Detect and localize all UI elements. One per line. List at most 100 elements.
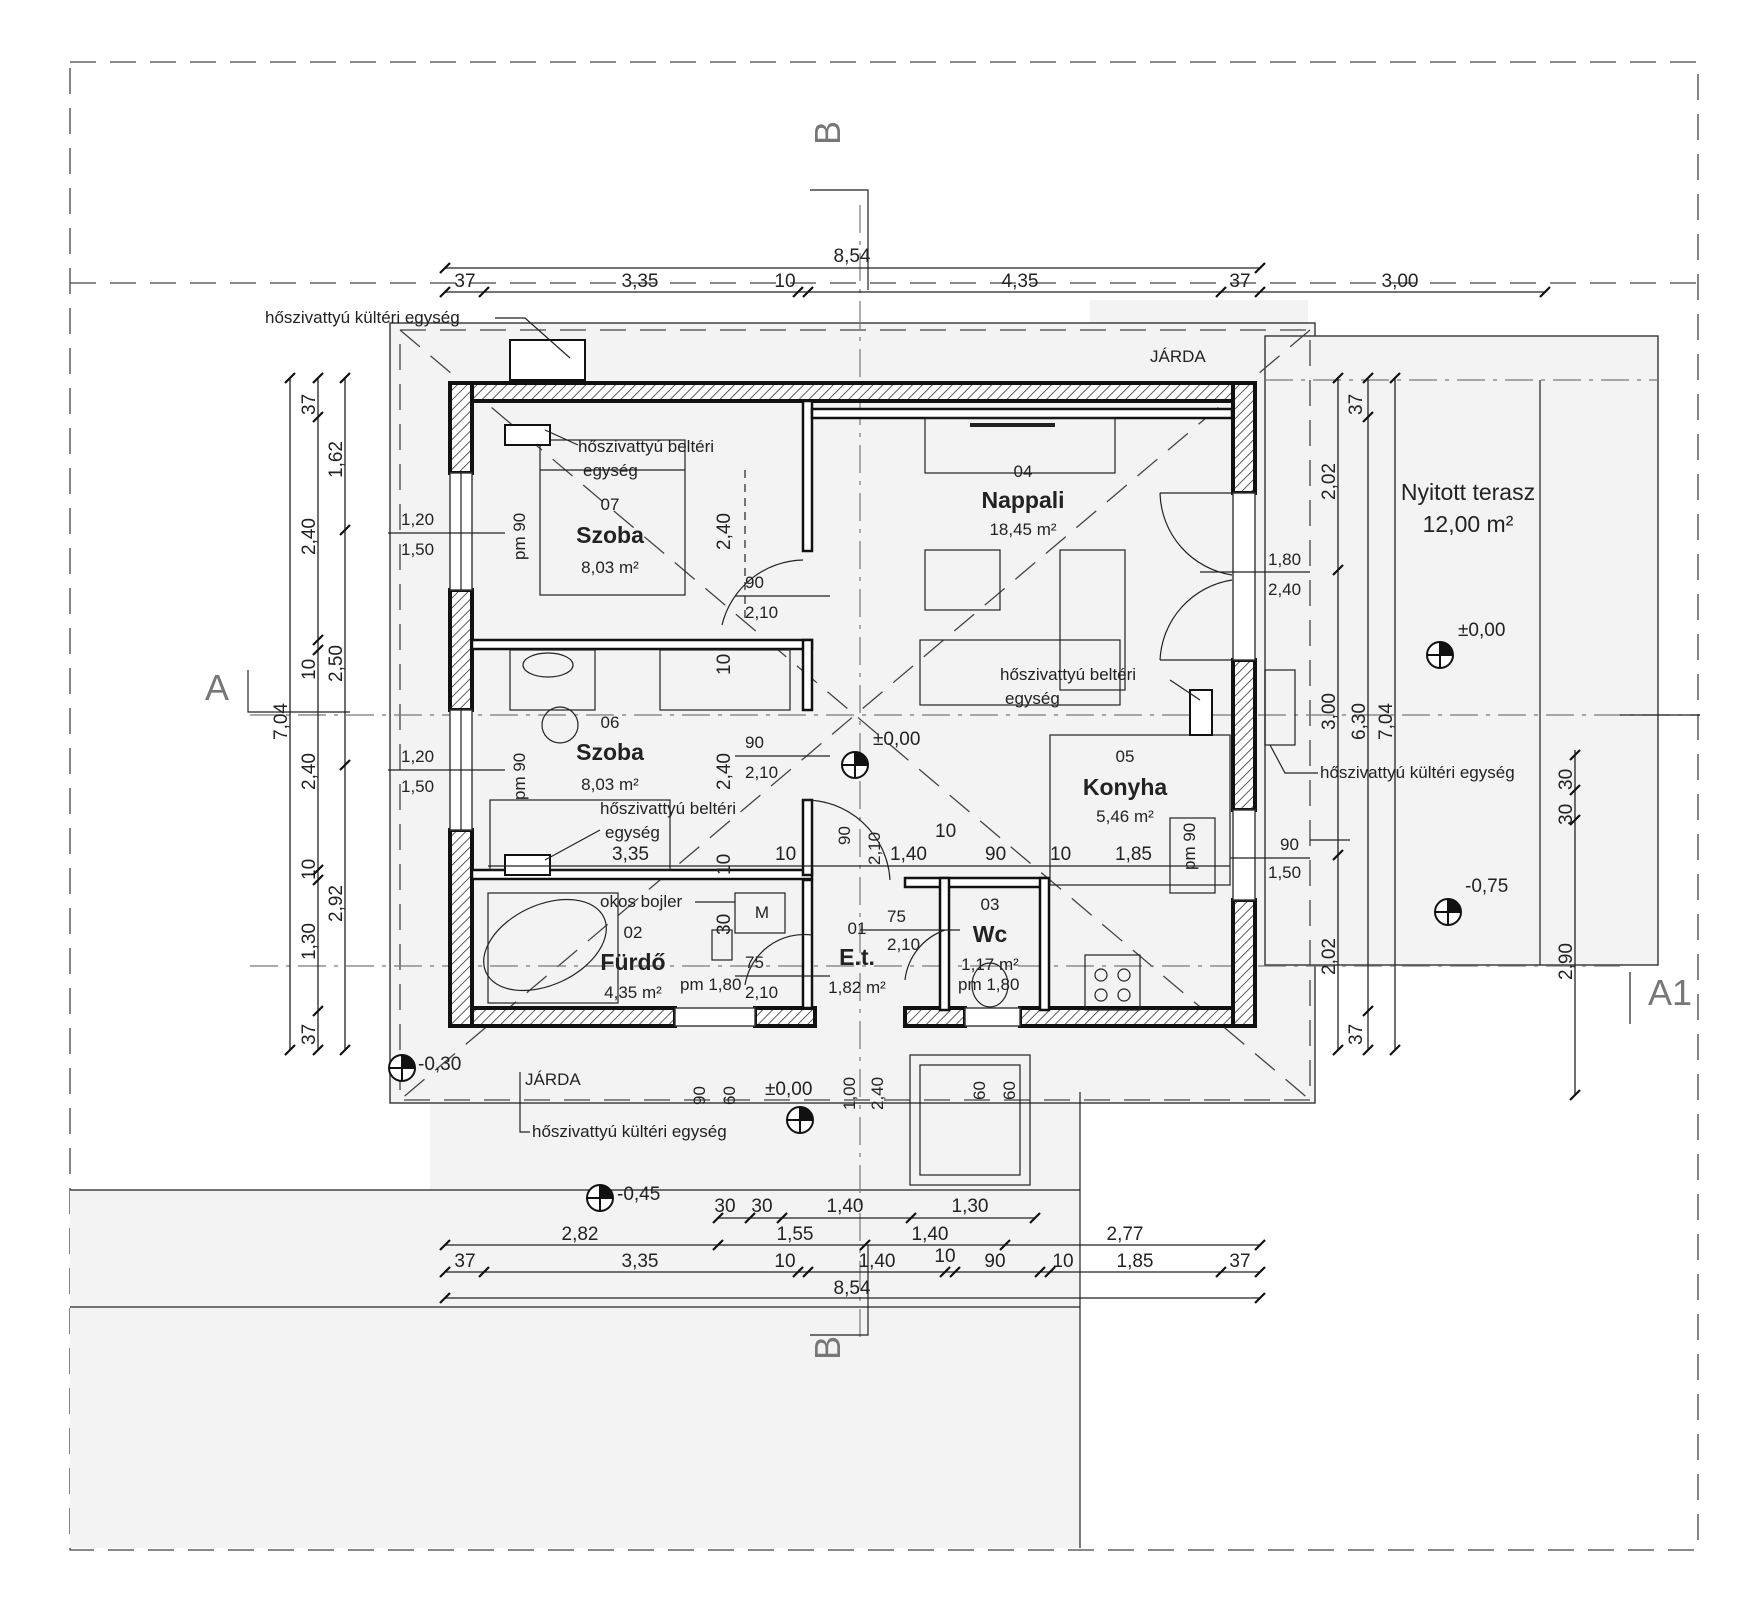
room-07-num: 07 xyxy=(601,495,620,514)
dim-bot2-4: 2,77 xyxy=(1107,1224,1144,1245)
room-01-num: 01 xyxy=(848,919,867,938)
level-terrace: ±0,00 xyxy=(1458,620,1505,641)
level-marker-ground xyxy=(586,1184,614,1212)
ent-dim-90: 90 xyxy=(835,826,854,845)
dim-left-6: 1,30 xyxy=(299,923,320,960)
dim-bot2-1: 2,82 xyxy=(562,1224,599,1245)
inner-dim-10-a: 10 xyxy=(775,844,796,865)
room-03-area: 1,17 m² xyxy=(961,955,1019,974)
dims-top: 8,54 37 3,35 10 4,35 37 3,00 xyxy=(445,246,1545,293)
opening-dims: 1,20 1,50 1,20 1,50 pm 90 pm 90 90 2,10 … xyxy=(388,510,1310,1110)
dim-left-mid-3: 2,92 xyxy=(326,885,347,922)
terrace-area: 12,00 m² xyxy=(1423,511,1514,537)
section-marker-left: A xyxy=(205,667,229,708)
dim-bot3-7: 10 xyxy=(1052,1251,1073,1272)
dim-bot3-5: 10 xyxy=(934,1246,955,1267)
dim-top-5: 37 xyxy=(1229,271,1250,292)
room-01-name: E.t. xyxy=(839,944,875,970)
pm-180-wc: pm 1,80 xyxy=(958,975,1019,994)
dim-left-overall: 7,04 xyxy=(271,703,292,740)
door-1-h: 2,10 xyxy=(745,603,778,622)
smart-boiler-label: okos bojler xyxy=(600,892,683,911)
room-02-name: Fürdő xyxy=(600,949,665,975)
win-1-h: 1,50 xyxy=(401,540,434,559)
bot-win-90: 90 xyxy=(690,1086,709,1105)
bot-win-60: 60 xyxy=(720,1086,739,1105)
wall-dim-10-a: 10 xyxy=(714,654,735,675)
dim-left-5: 10 xyxy=(299,859,320,880)
level-entry: ±0,00 xyxy=(765,1079,812,1100)
dim-bot1-3: 1,40 xyxy=(827,1196,864,1217)
room-labels: 07 Szoba 8,03 m² 06 Szoba 8,03 m² 04 Nap… xyxy=(576,462,1167,1002)
annotations: hőszivattyú kültéri egység hőszivattyú b… xyxy=(265,308,1515,1141)
dims-right: 37 2,02 3,00 2,02 37 6,30 7,04 30 30 2,9… xyxy=(1319,378,1577,1095)
dim-left-2: 2,40 xyxy=(299,518,320,555)
room-03-name: Wc xyxy=(973,921,1008,947)
walls xyxy=(448,381,1257,1028)
dim-right-small-1: 30 xyxy=(1556,769,1577,790)
dim-top-3: 10 xyxy=(774,271,795,292)
level-interior: ±0,00 xyxy=(873,729,920,750)
level-marker-sidewalk xyxy=(388,1054,416,1082)
level-marker-interior xyxy=(841,751,869,779)
level-marker-terrace xyxy=(1426,641,1454,669)
wall-dim-10-b: 10 xyxy=(714,854,735,875)
level-ground: -0,45 xyxy=(617,1184,660,1205)
dim-bot3-1: 37 xyxy=(454,1251,475,1272)
ent-dim-210: 2,10 xyxy=(865,832,884,865)
section-marker-top: B xyxy=(807,121,848,145)
room-dim-240-1: 2,40 xyxy=(714,513,735,550)
sidewalk-label-top: JÁRDA xyxy=(1150,347,1206,366)
dim-bottom-overall: 8,54 xyxy=(834,1278,871,1299)
level-lower: -0,75 xyxy=(1465,876,1508,897)
dim-ticks xyxy=(284,262,1581,1304)
inner-dim-185: 1,85 xyxy=(1115,844,1152,865)
room-05-num: 05 xyxy=(1116,747,1135,766)
heat-pump-indoor-label-3b: egység xyxy=(1005,689,1060,708)
inner-dim-335: 3,35 xyxy=(612,844,649,865)
kitchen-win-h: 1,50 xyxy=(1268,863,1301,882)
room-02-num: 02 xyxy=(624,923,643,942)
sidewalk-label-bottom: JÁRDA xyxy=(525,1070,581,1089)
level-markers: ±0,00 ±0,00 -0,75 ±0,00 -0,30 -0,45 xyxy=(388,620,1508,1212)
door-3-w: 75 xyxy=(745,953,764,972)
furniture xyxy=(483,339,1350,1186)
kitchen-win-w: 90 xyxy=(1280,835,1299,854)
level-marker-entry xyxy=(786,1106,814,1134)
dim-right-2: 2,02 xyxy=(1319,463,1340,500)
dim-bot3-6: 90 xyxy=(984,1251,1005,1272)
dim-bot3-8: 1,85 xyxy=(1117,1251,1154,1272)
inner-dim-90: 90 xyxy=(985,844,1006,865)
dim-top-1: 37 xyxy=(454,271,475,292)
heat-pump-indoor-label-3a: hőszivattyú beltéri xyxy=(1000,665,1136,684)
dim-left-4: 2,40 xyxy=(299,753,320,790)
room-04-name: Nappali xyxy=(981,487,1064,513)
dim-left-3: 10 xyxy=(299,659,320,680)
paving-area xyxy=(70,300,1658,1548)
terrace-name: Nyitott terasz xyxy=(1401,479,1535,505)
dim-bot1-2: 30 xyxy=(751,1196,772,1217)
room-01-area: 1,82 m² xyxy=(828,978,886,997)
dim-right-outer-2: 7,04 xyxy=(1376,703,1397,740)
dim-bot3-9: 37 xyxy=(1229,1251,1250,1272)
room-06-name: Szoba xyxy=(576,739,644,765)
win-2-w: 1,20 xyxy=(401,747,434,766)
win-2-h: 1,50 xyxy=(401,777,434,796)
heat-pump-outdoor-label-1: hőszivattyú kültéri egység xyxy=(265,308,460,327)
wc-win-60a: 60 xyxy=(970,1081,989,1100)
dim-right-outer-1: 6,30 xyxy=(1349,703,1370,740)
dim-right-3: 3,00 xyxy=(1319,693,1340,730)
pm-1: pm 90 xyxy=(510,513,529,560)
dims-bottom: 30 30 1,40 1,30 2,82 1,55 1,40 2,77 37 3… xyxy=(445,1196,1260,1299)
pm-2: pm 90 xyxy=(510,753,529,800)
wc-win-60b: 60 xyxy=(1000,1081,1019,1100)
terrace-door-h: 2,40 xyxy=(1268,580,1301,599)
door-3-h: 2,10 xyxy=(745,983,778,1002)
dim-bot1-1: 30 xyxy=(714,1196,735,1217)
dim-right-1: 37 xyxy=(1346,394,1367,415)
dim-top-overall: 8,54 xyxy=(834,246,871,267)
inner-dim-10-c: 10 xyxy=(1050,844,1071,865)
dim-top-4: 4,35 xyxy=(1002,271,1039,292)
dim-bot3-3: 10 xyxy=(774,1251,795,1272)
